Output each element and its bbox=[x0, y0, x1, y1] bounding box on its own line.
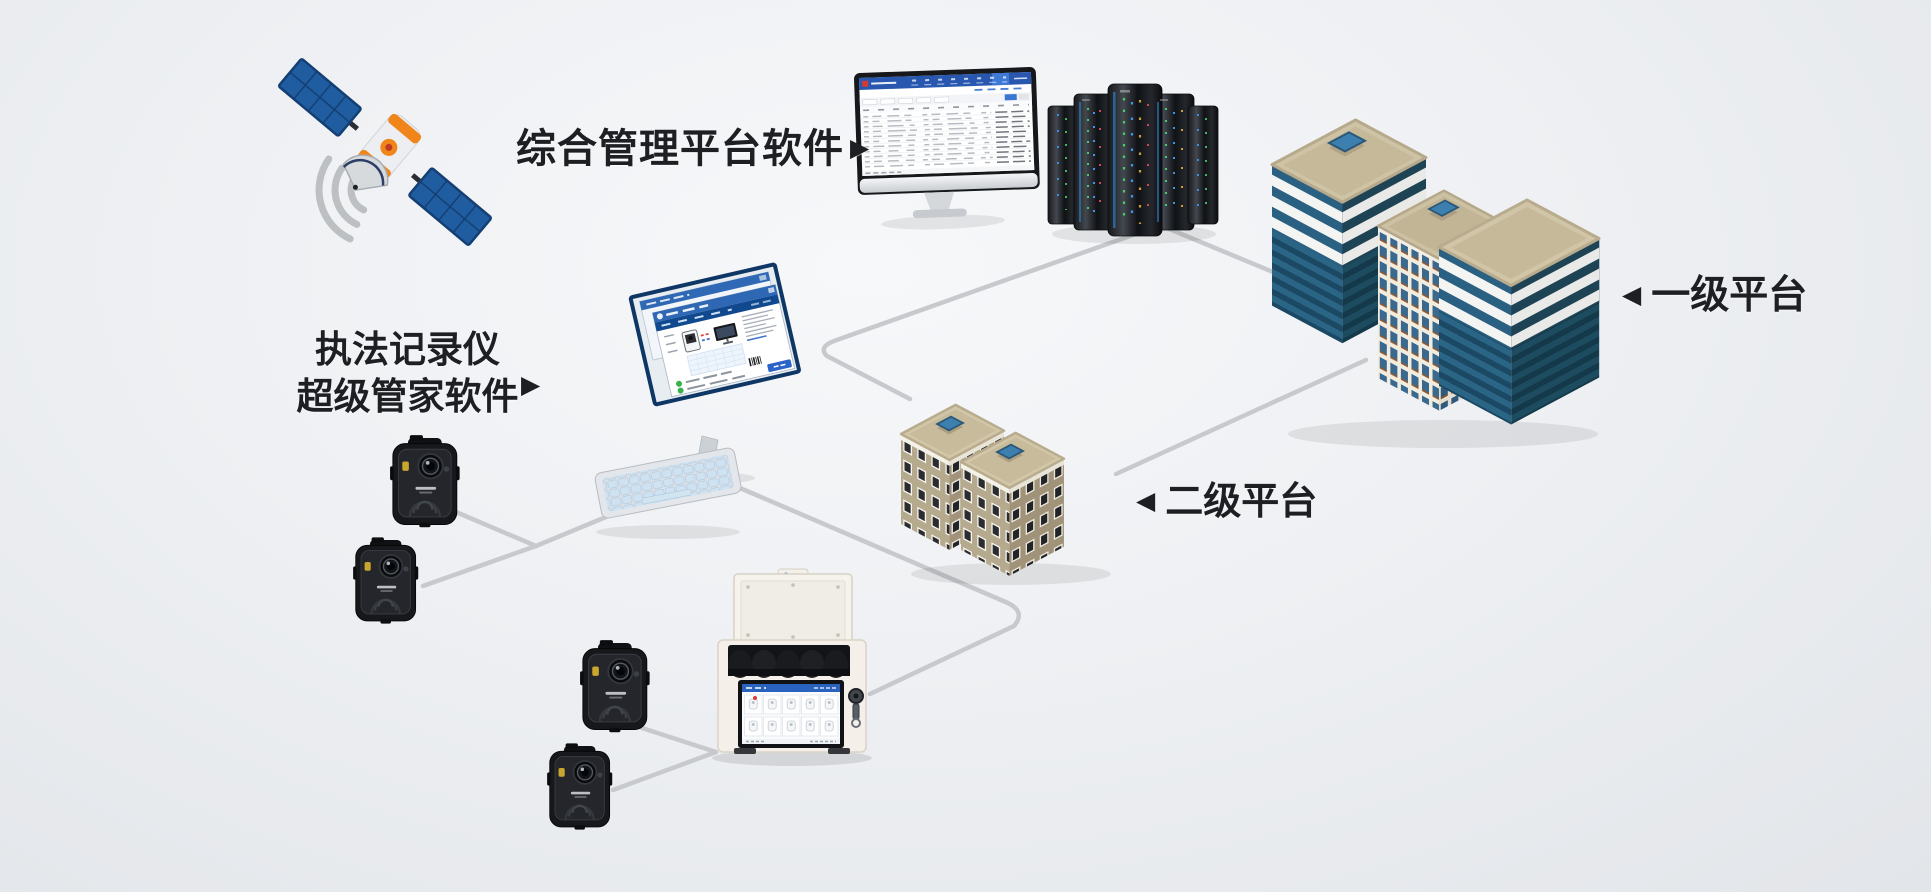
monitor-stand bbox=[924, 191, 955, 211]
body-camera-3 bbox=[578, 639, 651, 734]
level1-right-tower bbox=[1437, 198, 1601, 425]
dock-lid bbox=[733, 568, 853, 649]
body-camera-1 bbox=[388, 434, 461, 529]
recorder-keyboard bbox=[594, 447, 742, 519]
line-camera4 bbox=[610, 749, 719, 793]
label-line2: 超级管家软件 bbox=[296, 376, 519, 417]
roof-skylight bbox=[935, 415, 965, 432]
line-camera2 bbox=[420, 543, 539, 589]
docking-station bbox=[712, 568, 872, 766]
line-servers-level2 bbox=[821, 223, 1161, 402]
body-camera-2 bbox=[352, 536, 420, 625]
right-arrow-icon: ▶ bbox=[850, 134, 871, 163]
dock-key-lock[interactable] bbox=[848, 688, 864, 728]
level2-front-block bbox=[959, 431, 1066, 576]
barcode bbox=[748, 355, 762, 367]
label-level2-platform: ◀ 二级平台 bbox=[1136, 470, 1317, 525]
server-led-lights bbox=[1057, 90, 1207, 228]
solar-panel-icon bbox=[278, 58, 492, 246]
label-text: 二级平台 bbox=[1165, 481, 1318, 523]
line-camera3 bbox=[639, 725, 719, 755]
label-text: 综合管理平台软件 bbox=[516, 127, 844, 171]
roof-skylight bbox=[1427, 199, 1460, 217]
label-integrated-platform-software: 综合管理平台软件▶ bbox=[516, 116, 870, 174]
label-level1-platform: ◀ 一级平台 bbox=[1622, 264, 1807, 320]
manager-software-window-front bbox=[651, 284, 796, 398]
recorder-workstation bbox=[594, 262, 801, 539]
roof-skylight bbox=[1326, 131, 1368, 153]
server-racks bbox=[1047, 83, 1219, 244]
dock-touchscreen[interactable] bbox=[738, 680, 844, 748]
right-arrow-icon: ▶ bbox=[521, 371, 541, 399]
left-arrow-icon: ◀ bbox=[1136, 486, 1156, 515]
left-arrow-icon: ◀ bbox=[1622, 280, 1642, 309]
body-camera-4 bbox=[546, 742, 614, 831]
level2-building bbox=[899, 403, 1111, 585]
management-monitor bbox=[854, 67, 1040, 230]
label-recorder-super-manager-software: 执法记录仪 超级管家软件 ▶ bbox=[285, 326, 541, 420]
satellite-dish-icon bbox=[342, 154, 389, 191]
roof-skylight bbox=[995, 443, 1025, 460]
line-level1-level2 bbox=[1113, 357, 1369, 477]
satellite bbox=[278, 58, 492, 246]
management-software-screen bbox=[858, 71, 1035, 176]
label-text: 一级平台 bbox=[1651, 274, 1808, 317]
label-line1: 执法记录仪 bbox=[315, 329, 500, 370]
level1-building bbox=[1270, 118, 1601, 448]
line-camera1 bbox=[453, 509, 539, 549]
